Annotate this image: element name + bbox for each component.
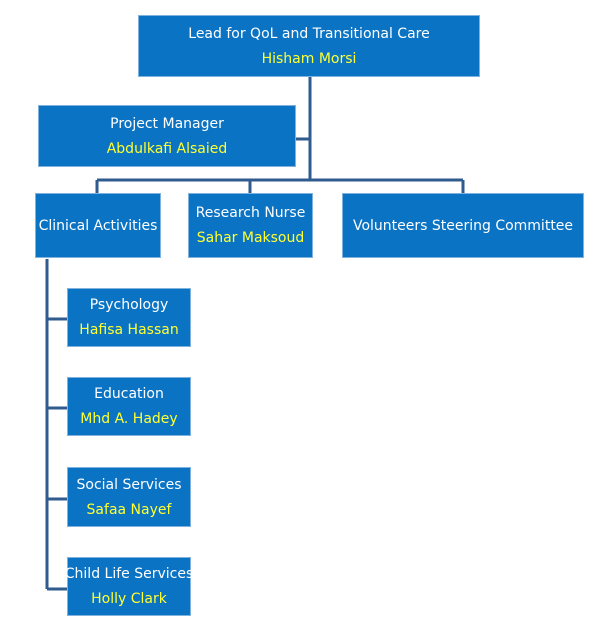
project-manager-box: Project Manager Abdulkafi Alsaied <box>38 105 296 167</box>
project-manager-role: Project Manager <box>110 115 224 132</box>
volunteers-box: Volunteers Steering Committee <box>342 193 584 258</box>
psychology-person: Hafisa Hassan <box>79 322 179 338</box>
clinical-activities-role: Clinical Activities <box>38 217 158 234</box>
child-life-person: Holly Clark <box>91 591 167 607</box>
research-nurse-box: Research Nurse Sahar Maksoud <box>188 193 313 258</box>
volunteers-role: Volunteers Steering Committee <box>352 217 574 234</box>
research-nurse-person: Sahar Maksoud <box>196 230 305 246</box>
lead-person: Hisham Morsi <box>261 50 357 67</box>
research-nurse-role: Research Nurse <box>195 205 306 221</box>
education-box: Education Mhd A. Hadey <box>67 377 191 436</box>
social-services-role: Social Services <box>76 476 182 493</box>
child-life-box: Child Life Services Holly Clark <box>64 557 194 616</box>
education-role: Education <box>94 386 164 402</box>
lead-role: Lead for QoL and Transitional Care <box>188 25 430 42</box>
psychology-box: Psychology Hafisa Hassan <box>67 288 191 347</box>
psychology-role: Psychology <box>89 297 169 313</box>
social-services-person: Safaa Nayef <box>86 501 172 518</box>
education-person: Mhd A. Hadey <box>80 411 178 427</box>
lead-box: Lead for QoL and Transitional Care Hisha… <box>138 15 480 77</box>
clinical-activities-box: Clinical Activities <box>35 193 161 258</box>
project-manager-person: Abdulkafi Alsaied <box>106 140 228 157</box>
child-life-role: Child Life Services <box>64 566 194 582</box>
social-services-box: Social Services Safaa Nayef <box>67 467 191 527</box>
